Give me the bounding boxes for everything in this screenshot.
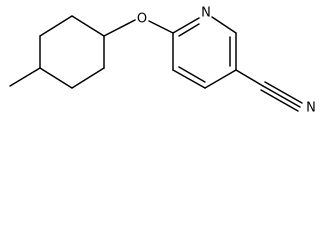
cyclohexane-ring [39, 15, 105, 89]
nitrile-group [235, 69, 303, 112]
methyl-bond [9, 67, 41, 87]
ether-bond-right [148, 20, 174, 34]
triple-bond [260, 89, 299, 112]
bond [204, 69, 237, 89]
pyridine-ring [172, 16, 237, 89]
chemical-structure: O N N [9, 6, 316, 116]
nitrile-nitrogen-label: N [306, 101, 316, 116]
triple-bond [264, 81, 303, 104]
pyridine-nitrogen-label: N [201, 6, 211, 21]
bond [178, 66, 206, 83]
triple-bond [262, 85, 301, 108]
ether-bond-left [103, 19, 136, 37]
bond [172, 17, 200, 34]
bond [71, 67, 105, 89]
bond [71, 15, 105, 37]
bond [178, 23, 200, 37]
bond [235, 69, 264, 87]
bond [211, 16, 237, 34]
oxygen-atom-label: O [137, 12, 147, 27]
bond [39, 67, 73, 89]
bond [172, 69, 206, 89]
bond [39, 15, 73, 37]
